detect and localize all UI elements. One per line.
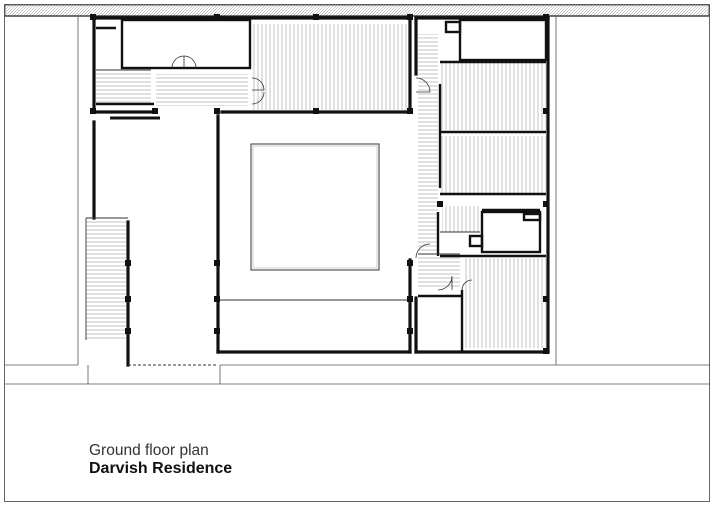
columns bbox=[90, 14, 549, 354]
room-hatch-1 bbox=[440, 62, 546, 130]
courtyard-pool bbox=[250, 143, 380, 271]
stair-hatch-north bbox=[96, 70, 151, 104]
room-hatch-2 bbox=[440, 136, 546, 194]
west-service-walls bbox=[96, 18, 252, 106]
drawing-title: Darvish Residence bbox=[89, 460, 233, 477]
stair-hatch-west bbox=[86, 218, 126, 340]
entry-hatch bbox=[156, 74, 248, 106]
page-frame bbox=[4, 4, 710, 502]
corridor-hatch-east bbox=[418, 34, 438, 254]
courtyard-pool-inner bbox=[252, 145, 378, 269]
small-hatch-b bbox=[418, 254, 460, 288]
walls bbox=[92, 16, 550, 367]
small-hatch-a bbox=[442, 206, 480, 232]
east-partitions bbox=[418, 18, 548, 352]
top-boundary-strip bbox=[4, 4, 710, 17]
terrace-hatch-north bbox=[251, 24, 411, 110]
door-swings bbox=[171, 55, 473, 291]
room-hatch-3 bbox=[464, 258, 546, 348]
drawing-subtitle: Ground floor plan bbox=[89, 442, 209, 459]
